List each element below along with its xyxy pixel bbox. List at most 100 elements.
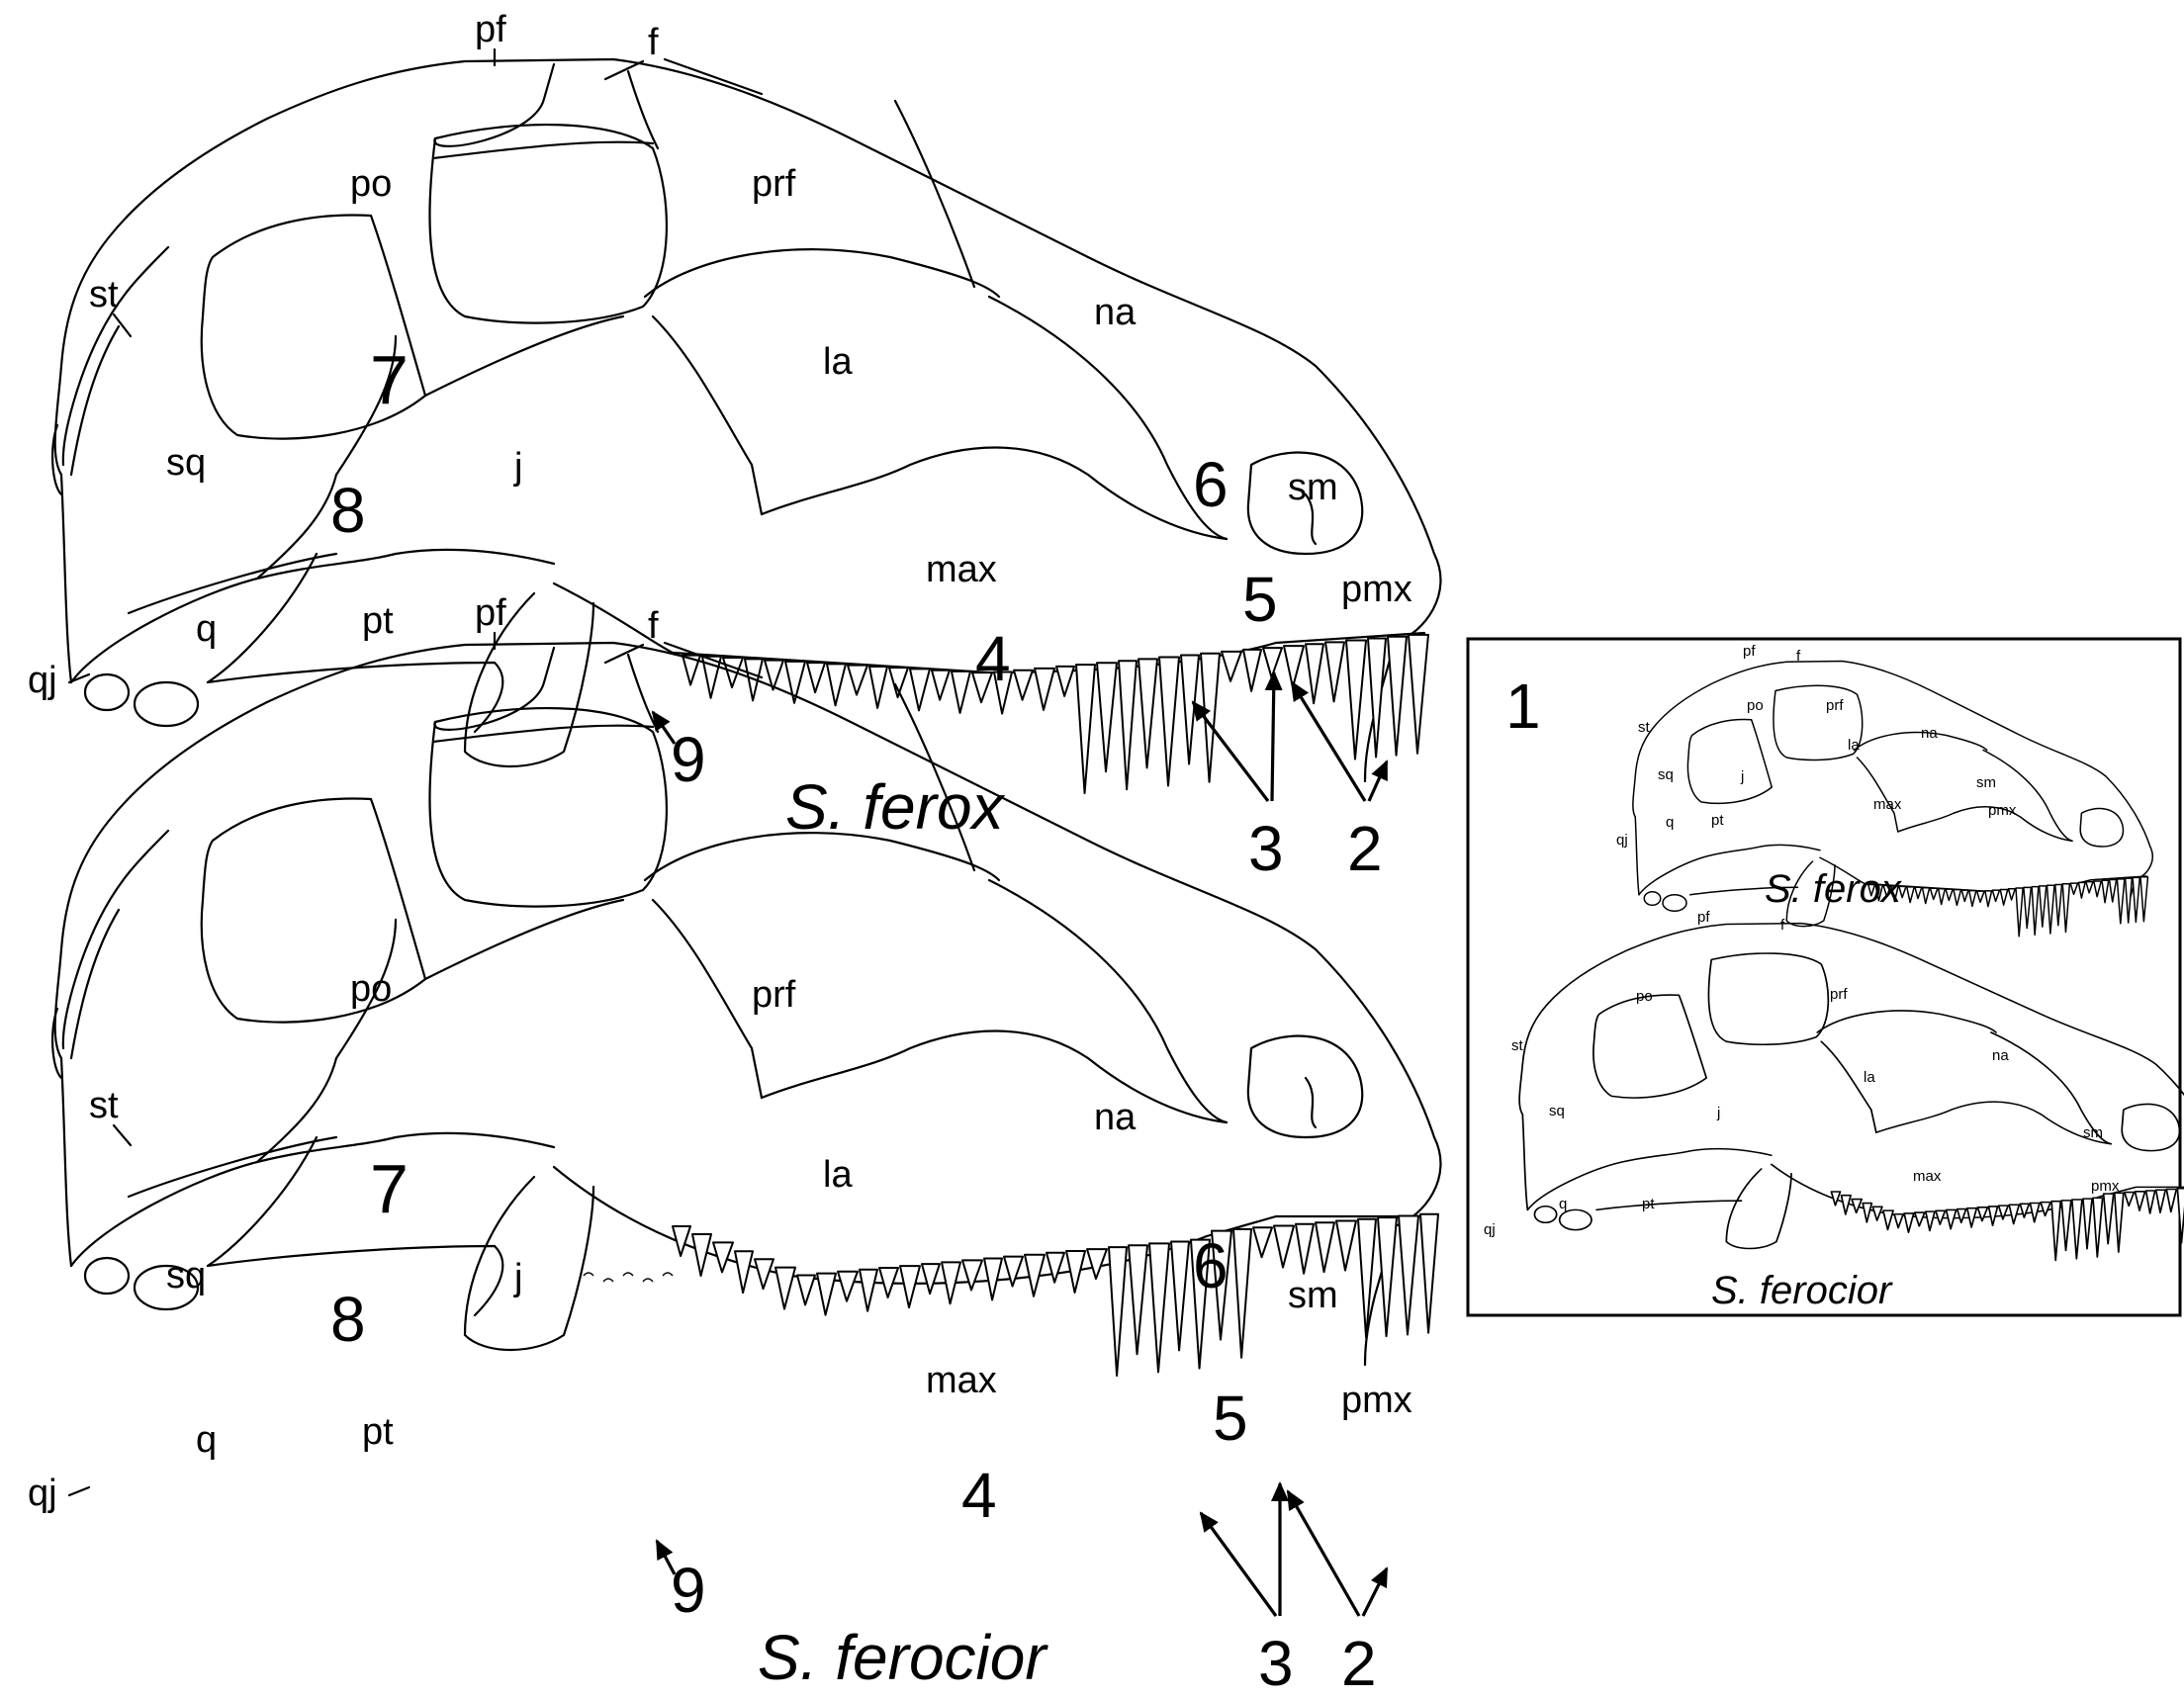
tooth (1003, 1255, 1024, 1288)
inset-label-prf: prf (1826, 697, 1844, 714)
label-qj: qj (28, 660, 57, 701)
skull-ferox (50, 57, 1442, 795)
label-6: 6 (1193, 449, 1228, 520)
inset-label-prf: prf (1830, 986, 1848, 1003)
label-prf: prf (752, 974, 796, 1016)
tooth (806, 662, 826, 694)
tooth (2061, 883, 2071, 934)
label-la: la (823, 1154, 853, 1196)
tooth (878, 1266, 899, 1298)
tooth (796, 1274, 816, 1306)
inset-label-pmx: pmx (1988, 802, 2017, 819)
inset-skull-ferox (1632, 660, 2153, 938)
label-f: f (648, 22, 659, 63)
inset-label-po: po (1747, 697, 1764, 714)
label-po: po (350, 163, 392, 205)
inset-label-j: j (1716, 1105, 1720, 1121)
tooth (1999, 888, 2009, 906)
tooth (1108, 1246, 1128, 1378)
tooth (1273, 1224, 1295, 1269)
tooth (1158, 656, 1180, 787)
tooth (712, 1241, 734, 1274)
label-7: 7 (370, 341, 409, 418)
label-sm: sm (1288, 467, 1338, 508)
tooth (774, 1266, 796, 1310)
tooth (2019, 1203, 2031, 1218)
tooth (2046, 884, 2055, 935)
tooth (1991, 889, 2001, 903)
tooth (961, 1259, 983, 1292)
label-sq: sq (166, 1255, 206, 1297)
tooth (1096, 662, 1118, 773)
tooth (1387, 635, 1408, 757)
inset-label-qj: qj (1616, 832, 1628, 849)
tooth (2082, 1198, 2093, 1250)
label-st: st (89, 1085, 119, 1126)
tooth (2165, 1188, 2178, 1213)
label-8: 8 (330, 475, 366, 546)
tooth (1968, 889, 1977, 908)
tooth (1034, 667, 1055, 711)
tooth (1013, 669, 1034, 701)
tooth (941, 1261, 961, 1305)
tooth (1377, 1216, 1398, 1338)
inset-label-st: st (1511, 1037, 1524, 1054)
tooth (859, 1268, 878, 1312)
tooth (1903, 1212, 1915, 1234)
label-4: 4 (961, 1460, 997, 1531)
tooth (2113, 1192, 2125, 1253)
tooth (691, 1233, 712, 1277)
tooth (1997, 1205, 2010, 1220)
tooth (734, 1250, 754, 1295)
tooth (931, 669, 951, 701)
tooth (2007, 887, 2016, 901)
tooth (1924, 1210, 1936, 1232)
tooth (2069, 882, 2079, 896)
tooth (1921, 887, 1931, 905)
tooth (2139, 875, 2149, 923)
tooth (951, 670, 971, 714)
species-name-ferocior: S. ferocior (758, 1622, 1048, 1693)
inset-label-sm: sm (2083, 1124, 2103, 1141)
label-pf: pf (475, 9, 506, 50)
tooth (1984, 890, 1993, 908)
tooth (2029, 1202, 2041, 1223)
tooth (1976, 1207, 1989, 1222)
tooth (1965, 1207, 1978, 1228)
skull-ferocior (50, 641, 1442, 1378)
tooth (1867, 883, 1876, 897)
tooth (1046, 1251, 1065, 1284)
label-6: 6 (1193, 1230, 1228, 1301)
tooth (816, 1272, 837, 1316)
inset-label-pt: pt (1711, 812, 1724, 829)
inset-label-sq: sq (1549, 1103, 1565, 1119)
labels-ferox: pf f po prf st na la 7 sq j 6 sm 8 max 5… (28, 9, 1412, 884)
tooth (1305, 643, 1324, 705)
tooth (1937, 887, 1947, 906)
label-q: q (196, 608, 217, 650)
tooth (2050, 1200, 2062, 1262)
label-j: j (513, 446, 522, 488)
tooth (1324, 641, 1345, 703)
label-la: la (823, 341, 853, 383)
tooth (2038, 885, 2048, 928)
tooth (1086, 1248, 1108, 1281)
inset-label-sm: sm (1976, 774, 1996, 791)
tooth (1830, 1191, 1842, 1207)
tooth (1882, 1209, 1894, 1231)
tooth (1975, 890, 1985, 904)
tooth (1882, 884, 1892, 898)
inset-species-ferocior: S. ferocior (1711, 1269, 1893, 1312)
tooth (1956, 1207, 1967, 1224)
tooth (2077, 881, 2086, 899)
tooth (2144, 1190, 2156, 1214)
tooth (2040, 1201, 2051, 1217)
tooth (1283, 645, 1305, 689)
label-5: 5 (1242, 564, 1278, 635)
inset-panel: 1 pf f po prf st na la sq j sm max (1466, 637, 2184, 1317)
label-2: 2 (1341, 1628, 1377, 1699)
tooth (1851, 1198, 1864, 1214)
tooth (2060, 1200, 2072, 1252)
label-sq: sq (166, 442, 206, 484)
